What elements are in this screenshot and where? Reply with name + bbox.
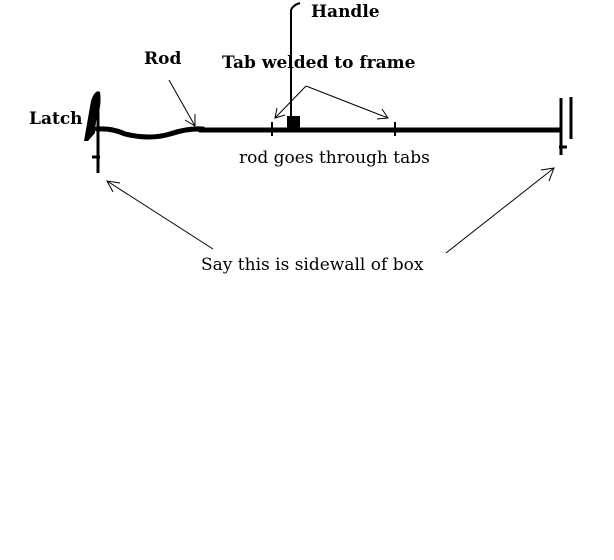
rod-label: Rod [144, 49, 181, 69]
tab-arrowhead-left [274, 107, 286, 119]
tab-arrow-left [274, 85, 307, 119]
tab-arrowhead-right [376, 108, 389, 120]
handle-stem [290, 2, 301, 118]
sidewall-label: Say this is sidewall of box [201, 255, 424, 275]
sidewall-arrow-right [445, 167, 555, 254]
tab-label: Tab welded to frame [222, 53, 416, 73]
tab-arrow-right [305, 85, 389, 119]
sidewall-arrowhead-right [540, 167, 555, 182]
rod-through-tabs-label: rod goes through tabs [239, 148, 430, 168]
handle-block [287, 116, 300, 129]
sidewall-arrowhead-left [106, 180, 121, 193]
wavy-rod-section [94, 126, 206, 140]
sidewall-arrow-left [106, 180, 214, 250]
handle-label: Handle [311, 2, 380, 22]
rod-arrowhead [184, 114, 196, 127]
latch-label: Latch [29, 109, 83, 129]
latch-hook [84, 91, 101, 141]
rod-arrow [168, 79, 196, 127]
